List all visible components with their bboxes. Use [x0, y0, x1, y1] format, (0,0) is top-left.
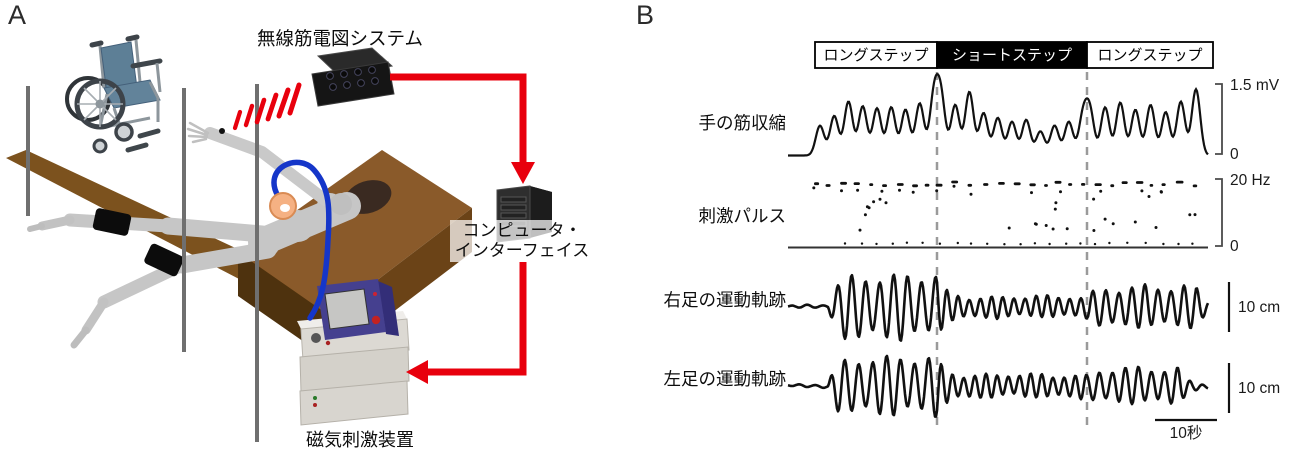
emg-trace-label: 手の筋収縮 — [699, 113, 787, 133]
patient-illustration — [27, 121, 361, 349]
head-illustration — [330, 193, 352, 215]
long-step-label: ロングステップ — [1097, 47, 1202, 64]
pulse-trace-label: 刺激パルス — [699, 206, 787, 226]
right-foot-trace — [787, 273, 1210, 342]
stimulator-monitor — [378, 281, 399, 336]
stimulator-caption: 磁気刺激装置 — [306, 430, 414, 450]
ankle-cuff — [92, 208, 132, 236]
emg-scale-bottom: 0 — [1230, 146, 1239, 163]
right-foot-trace-label: 右足の運動軌跡 — [664, 290, 787, 310]
emg-scale-bracket: 1.5 mV 0 — [1215, 77, 1280, 163]
panel-a-letter: A — [8, 0, 27, 30]
emg-scale-top: 1.5 mV — [1230, 77, 1280, 94]
left-foot-scale-label: 10 cm — [1238, 380, 1280, 397]
pulse-scale-bracket: 20 Hz 0 — [1215, 172, 1271, 255]
stimulator-illustration — [297, 279, 410, 426]
knee-cuff — [144, 243, 184, 277]
left-foot-scale-bar: 10 cm — [1227, 363, 1280, 413]
step-condition-bar: ロングステップ ショートステップ ロングステップ — [814, 41, 1214, 69]
emg-electrode — [219, 128, 225, 134]
computer-interface-caption-line1: コンピュータ・ — [462, 221, 582, 240]
recordings-plot: ロングステップ ショートステップ ロングステップ 手の筋収縮 刺激パルス 右足の… — [664, 41, 1280, 442]
magnetic-coil — [269, 192, 297, 220]
computer-interface-caption-line2: インターフェイス — [454, 241, 590, 260]
pulse-raster — [812, 180, 1198, 246]
wheelchair-icon — [65, 34, 163, 154]
setup-illustration — [6, 34, 552, 442]
panel-b-letter: B — [636, 0, 655, 30]
computer-to-stimulator-arrow — [406, 262, 527, 384]
wireless-signal-icon — [232, 82, 302, 131]
emg-to-computer-arrow — [390, 73, 535, 184]
time-scale-label: 10秒 — [1170, 424, 1203, 442]
time-scale-bar: 10秒 — [1155, 418, 1217, 442]
left-foot-trace — [787, 354, 1209, 418]
right-foot-scale-label: 10 cm — [1238, 299, 1280, 316]
long-step-segment — [814, 41, 938, 69]
emg-case-illustration — [311, 47, 395, 107]
computer-interface-caption: コンピュータ・ インターフェイス — [450, 220, 594, 262]
short-step-label: ショートステップ — [952, 47, 1072, 64]
coil-cable — [271, 159, 332, 321]
pulse-scale-top: 20 Hz — [1230, 172, 1271, 189]
pulse-scale-bottom: 0 — [1230, 238, 1239, 255]
long-step-label: ロングステップ — [823, 47, 928, 64]
emg-system-caption: 無線筋電図システム — [257, 28, 423, 49]
right-foot-scale-bar: 10 cm — [1227, 282, 1280, 332]
left-foot-trace-label: 左足の運動軌跡 — [664, 369, 787, 389]
long-step-segment — [1086, 41, 1214, 69]
emg-trace — [788, 72, 1209, 157]
